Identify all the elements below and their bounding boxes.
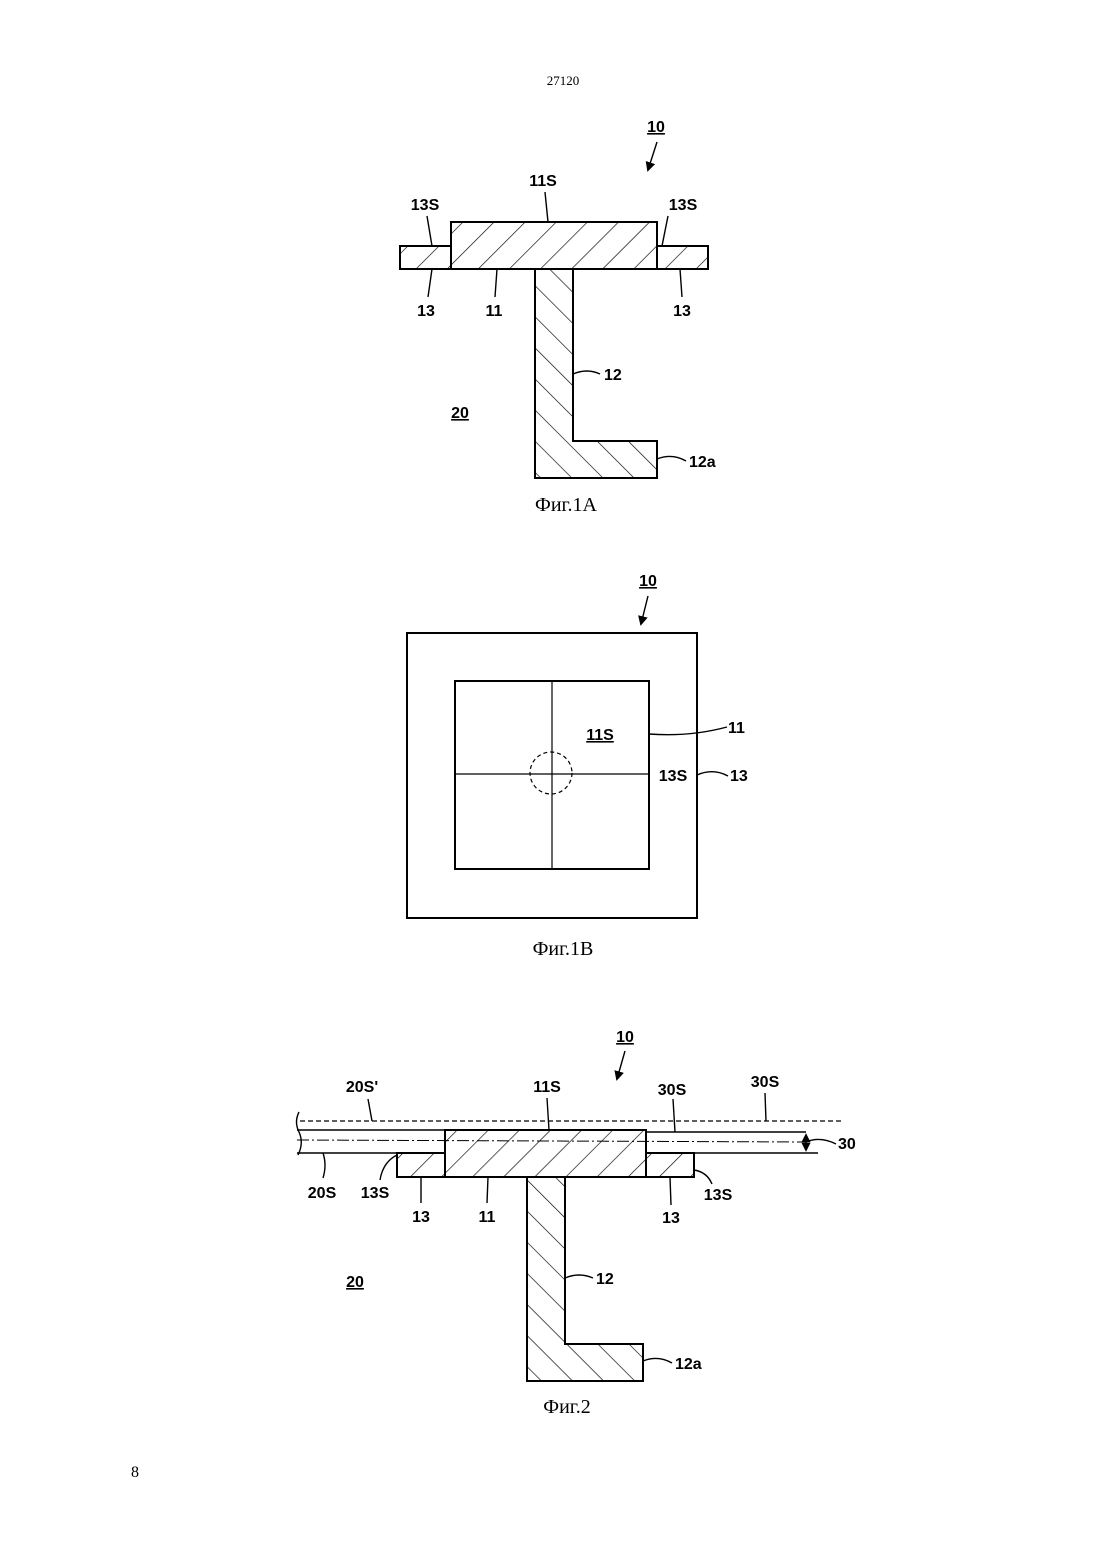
label-20s: 20S [308, 1185, 337, 1202]
document-number: 27120 [547, 73, 580, 88]
leader-30 [806, 1139, 836, 1144]
stem-12-2 [527, 1177, 643, 1381]
figure-1b-caption: Фиг.1B [533, 938, 594, 960]
leader-12 [573, 371, 600, 374]
label-13s-right-2: 13S [704, 1187, 733, 1204]
leader-13s-right-2 [694, 1170, 712, 1184]
leader-20s-prime [368, 1099, 372, 1121]
label-13-left: 13 [417, 303, 435, 320]
label-20-2: 20 [346, 1274, 364, 1291]
leader-13-right-2 [670, 1177, 671, 1205]
label-20s-prime: 20S' [346, 1079, 378, 1096]
leader-13-left [428, 269, 432, 297]
label-13s-1b: 13S [659, 768, 688, 785]
label-30s-right: 30S [751, 1074, 780, 1091]
leader-11-1b [649, 727, 727, 735]
leader-12a [657, 456, 686, 461]
figure-1b: 10 11S 11 13S 13 Фиг.1B [407, 573, 748, 960]
label-11-2: 11 [479, 1209, 496, 1226]
label-13s-left-2: 13S [361, 1185, 390, 1202]
leader-13s-right [662, 216, 668, 246]
leader-11-2 [487, 1177, 488, 1203]
leader-12-2 [565, 1275, 593, 1278]
label-11s-1b: 11S [586, 727, 614, 744]
leader-11 [495, 269, 497, 297]
label-13-right-2: 13 [662, 1210, 680, 1227]
leader-13-1b [697, 772, 728, 776]
plate-11-2 [445, 1130, 646, 1177]
break-mark-left [297, 1112, 302, 1155]
figure-1a-caption: Фиг.1A [535, 494, 597, 516]
flange-13-right [657, 246, 708, 269]
label-13-1b: 13 [730, 768, 748, 785]
page-number: 8 [131, 1464, 139, 1481]
label-12: 12 [604, 367, 622, 384]
leader-11s [545, 192, 548, 222]
label-13-left-2: 13 [412, 1209, 430, 1226]
leader-13s-left [427, 216, 432, 246]
flange-13-right-2 [646, 1153, 694, 1177]
leader-13-right [680, 269, 682, 297]
figure-1a: 10 11S 13S 13S 13 11 13 12 20 12a Фиг.1A [400, 119, 716, 516]
plate-11 [451, 222, 657, 269]
label-13s-left: 13S [411, 197, 440, 214]
label-13s-right: 13S [669, 197, 698, 214]
label-11s-2: 11S [533, 1079, 561, 1096]
leader-12a-2 [643, 1358, 672, 1363]
leader-11s-2 [547, 1098, 549, 1130]
label-12-2: 12 [596, 1271, 614, 1288]
leader-30s-right [765, 1093, 766, 1121]
leader-20s [323, 1153, 325, 1178]
label-12a: 12a [689, 454, 716, 471]
label-11-1b: 11 [728, 720, 745, 737]
flange-13-left-2 [397, 1153, 445, 1177]
label-11s: 11S [529, 173, 557, 190]
center-circle-dashed [530, 752, 572, 794]
assembly-arrow [648, 142, 657, 170]
label-10: 10 [647, 119, 665, 136]
figure-2-caption: Фиг.2 [543, 1396, 590, 1418]
label-12a-2: 12a [675, 1356, 702, 1373]
label-10-1b: 10 [639, 573, 657, 590]
stem-12 [535, 269, 657, 478]
flange-13-left [400, 246, 451, 269]
label-13-right: 13 [673, 303, 691, 320]
figure-2: 10 20S' 11S 30S 30S 30 20S 13S 13S 13 11… [297, 1029, 856, 1418]
assembly-arrow-2 [617, 1051, 625, 1079]
leader-30s-left [673, 1099, 675, 1132]
label-20: 20 [451, 405, 469, 422]
label-10-2: 10 [616, 1029, 634, 1046]
label-11: 11 [486, 303, 503, 320]
assembly-arrow-1b [641, 596, 648, 624]
label-30: 30 [838, 1136, 856, 1153]
label-30s-left: 30S [658, 1082, 687, 1099]
leader-13s-left-2 [380, 1155, 397, 1180]
